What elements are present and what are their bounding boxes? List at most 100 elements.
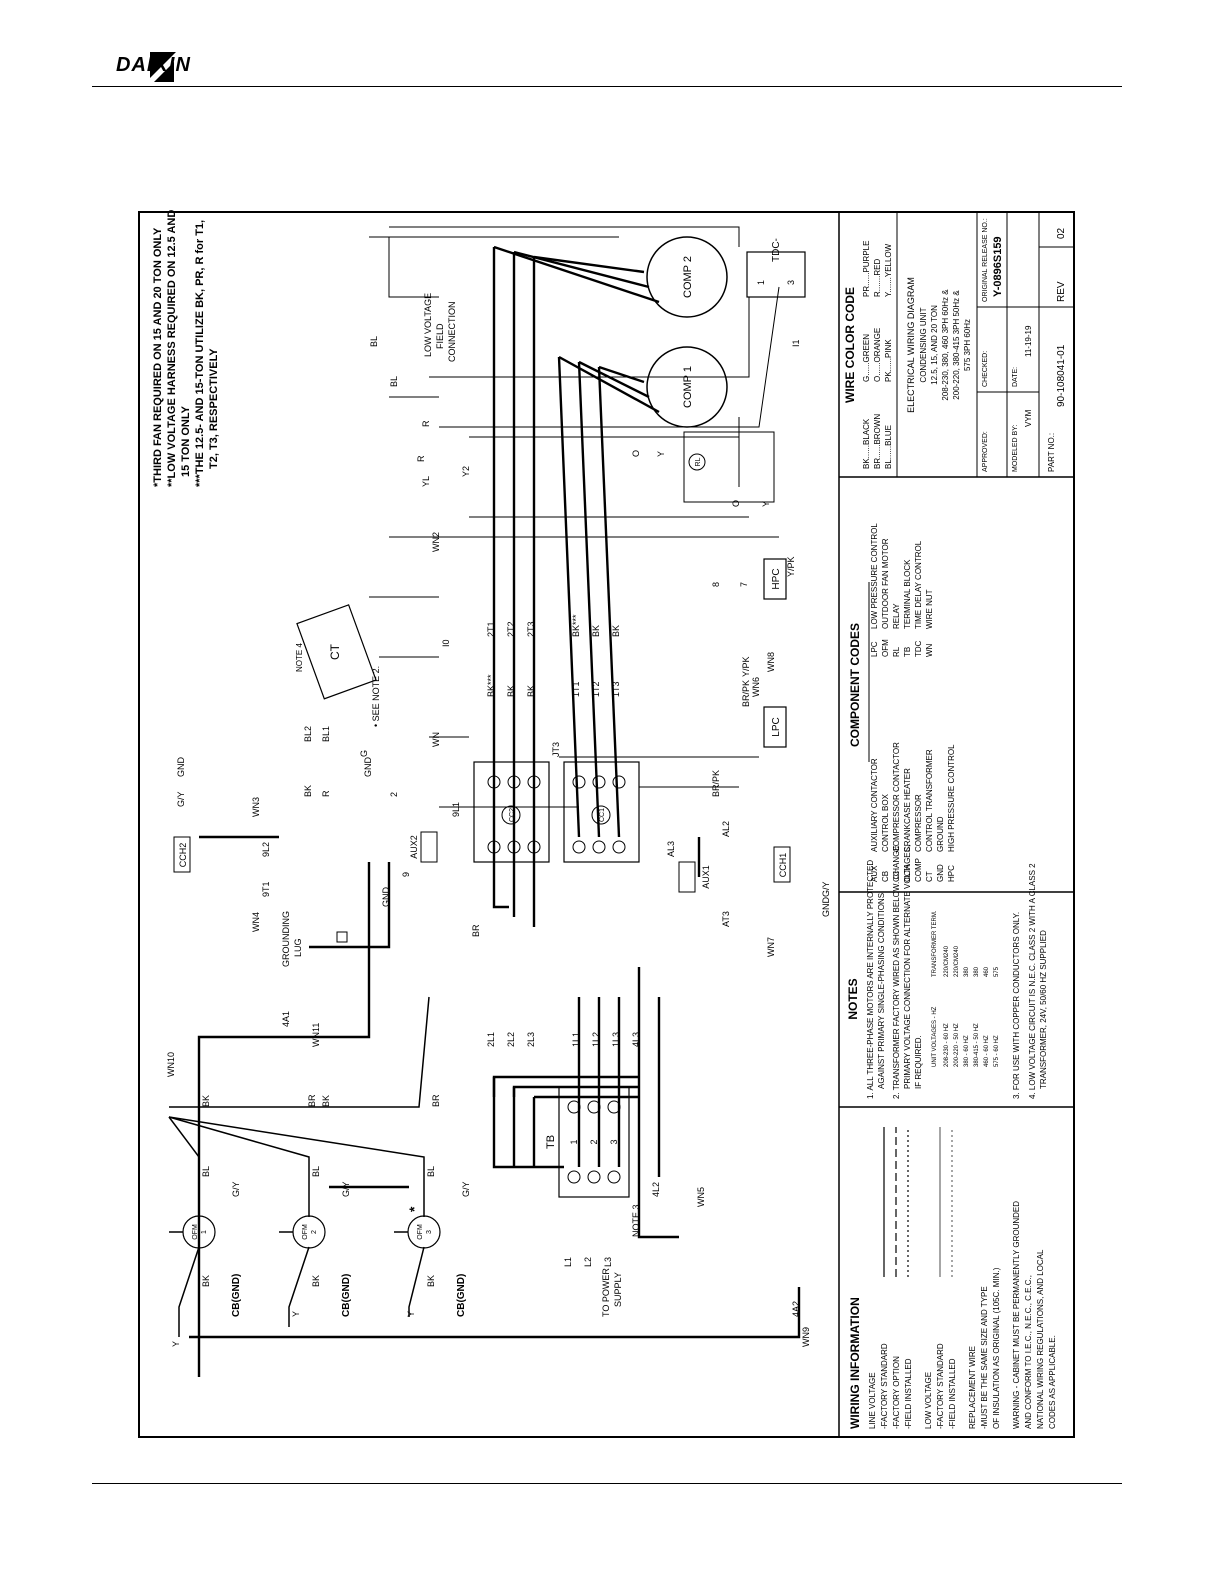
svg-text:TRANSFORMER TERM.: TRANSFORMER TERM. [932,910,938,977]
svg-text:2T3: 2T3 [526,621,536,637]
svg-text:WN8: WN8 [766,652,776,672]
svg-text:DATE:: DATE: [1012,367,1019,387]
low-pressure-control: LPC [763,706,787,748]
svg-text:1L2: 1L2 [591,1032,601,1047]
svg-text:9L2: 9L2 [261,842,271,857]
svg-text:L3: L3 [603,1257,613,1267]
svg-text:R: R [416,455,426,462]
svg-text:*: * [406,1206,422,1212]
svg-text:CONNECTION: CONNECTION [447,302,457,363]
svg-text:BL: BL [426,1166,436,1177]
svg-text:575 - 60 HZ: 575 - 60 HZ [994,1035,1000,1067]
svg-text:Y: Y [406,1311,416,1317]
svg-text:WN: WN [431,732,441,747]
daikin-logo-icon [150,52,176,82]
svg-text:R: R [321,790,331,797]
svg-text:1. ALL THREE-PHASE MOTORS ARE: 1. ALL THREE-PHASE MOTORS ARE INTERNALLY… [866,860,875,1099]
svg-text:TRANSFORMER, 24V, 50/60 HZ SUP: TRANSFORMER, 24V, 50/60 HZ SUPPLIED [1039,930,1048,1089]
svg-text:9: 9 [401,872,411,877]
svg-text:LUG: LUG [293,938,303,957]
svg-text:CCH2: CCH2 [178,843,188,868]
svg-text:BK: BK [591,625,601,637]
svg-text:***THE 12.5- AND 15-TON UTILIZ: ***THE 12.5- AND 15-TON UTILIZE BK, PR, … [194,220,206,487]
svg-text:*THIRD FAN REQUIRED ON 15 AND: *THIRD FAN REQUIRED ON 15 AND 20 TON ONL… [152,227,164,487]
svg-text:AUXILIARY CONTACTOR: AUXILIARY CONTACTOR [870,758,879,852]
svg-text:BK: BK [526,685,536,697]
svg-text:-FACTORY STANDARD: -FACTORY STANDARD [880,1343,889,1429]
svg-text:WN11: WN11 [311,1023,321,1047]
svg-text:I0: I0 [441,639,451,647]
svg-text:3: 3 [426,1230,433,1234]
svg-text:WIRE COLOR CODE: WIRE COLOR CODE [843,287,857,403]
svg-text:90-108041-01: 90-108041-01 [1056,344,1067,407]
svg-text:BK***: BK*** [486,674,496,697]
svg-text:3: 3 [786,280,796,285]
svg-text:WN: WN [925,643,934,657]
svg-text:1: 1 [756,280,766,285]
svg-text:2T1: 2T1 [486,621,496,637]
svg-text:CRANKCASE HEATER: CRANKCASE HEATER [903,768,912,852]
svg-text:HPC: HPC [771,568,782,589]
aux1-contact: AUX1 [678,861,711,893]
svg-text:OF INSULATION AS ORIGINAL (105: OF INSULATION AS ORIGINAL (105C. MIN.) [992,1267,1001,1429]
svg-text:HIGH PRESSURE CONTROL: HIGH PRESSURE CONTROL [947,744,956,852]
svg-text:380: 380 [964,966,970,977]
svg-text:G/Y: G/Y [231,1181,241,1197]
svg-text:02: 02 [1056,227,1067,239]
svg-text:BR/PK: BR/PK [741,680,751,707]
svg-text:575 3PH 60Hz: 575 3PH 60Hz [963,319,972,371]
time-delay-control: TDC- 1 3 [746,238,806,298]
crankcase-heater-cch1: CCH1 [773,846,791,883]
svg-text:BL2: BL2 [303,726,313,742]
svg-text:4. LOW VOLTAGE CIRCUIT IS N.E.: 4. LOW VOLTAGE CIRCUIT IS N.E.C. CLASS 2… [1028,863,1037,1099]
svg-text:Y/PK: Y/PK [741,656,751,677]
svg-text:L1: L1 [563,1257,573,1267]
svg-text:1: 1 [569,1139,579,1144]
svg-text:CC: CC [892,870,901,882]
svg-text:HPC: HPC [947,865,956,882]
svg-text:CCH: CCH [903,864,912,882]
svg-text:220/CM240: 220/CM240 [954,945,960,977]
svg-text:CB(GND): CB(GND) [231,1274,242,1317]
svg-text:G: G [359,750,369,757]
svg-text:AUX2: AUX2 [409,835,419,859]
svg-text:1T3: 1T3 [611,681,621,697]
svg-text:WN10: WN10 [166,1052,176,1077]
svg-text:GROUND: GROUND [936,816,945,852]
svg-text:12.5, 15, AND 20 TON: 12.5, 15, AND 20 TON [930,305,939,385]
svg-text:TDC: TDC [914,640,923,657]
svg-text:BL: BL [311,1166,321,1177]
svg-text:PR......PURPLE: PR......PURPLE [862,241,871,297]
svg-text:CT: CT [328,643,342,660]
svg-text:ELECTRICAL WIRING DIAGRAM: ELECTRICAL WIRING DIAGRAM [906,277,916,413]
svg-text:460 - 60 HZ: 460 - 60 HZ [984,1035,990,1067]
svg-text:CHECKED:: CHECKED: [982,351,989,387]
svg-text:YL: YL [421,476,431,487]
svg-text:BR: BR [431,1094,441,1107]
svg-text:4L2: 4L2 [651,1182,661,1197]
svg-text:COMP 1: COMP 1 [682,366,694,408]
svg-text:1T1: 1T1 [571,681,581,697]
svg-text:TB: TB [545,1135,557,1149]
svg-text:GND: GND [176,757,186,778]
svg-text:CB(GND): CB(GND) [456,1274,467,1317]
svg-text:Y: Y [761,501,771,507]
svg-text:TERMINAL BLOCK: TERMINAL BLOCK [903,559,912,629]
svg-text:PRIMARY VOLTAGE CONNECTION FOR: PRIMARY VOLTAGE CONNECTION FOR ALTERNATE… [903,845,912,1089]
svg-text:9L1: 9L1 [451,802,461,817]
fan-motor-3: OFM 3 [407,1215,441,1249]
svg-text:OFM: OFM [417,1224,424,1240]
grounding-lug: GROUNDING LUG [281,911,348,967]
svg-text:4A2: 4A2 [791,1301,801,1317]
svg-text:LOW VOLTAGE: LOW VOLTAGE [423,293,433,357]
svg-text:Y2: Y2 [461,466,471,477]
svg-text:G......GREEN: G......GREEN [862,334,871,382]
svg-text:2: 2 [589,1139,599,1144]
svg-text:1L3: 1L3 [611,1032,621,1047]
svg-text:GROUNDING: GROUNDING [281,911,291,967]
svg-text:PART NO.:: PART NO.: [1047,433,1056,472]
svg-text:T2, T3, RESPECTIVELY: T2, T3, RESPECTIVELY [208,348,220,469]
svg-text:9T1: 9T1 [261,881,271,897]
svg-text:11-19-19: 11-19-19 [1024,325,1033,357]
svg-text:2L3: 2L3 [526,1032,536,1047]
